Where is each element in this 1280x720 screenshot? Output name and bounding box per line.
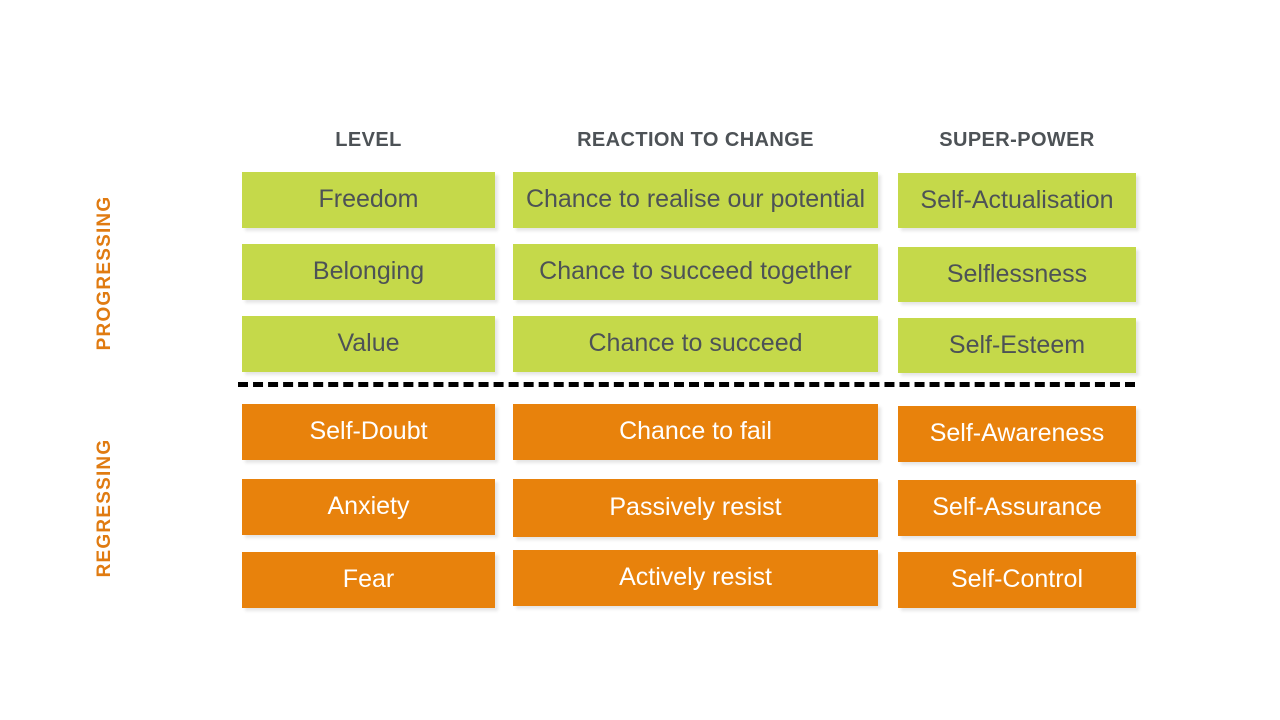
bar-regressing-superpower-3: Self-Control	[898, 552, 1136, 608]
bar-progressing-level-1: Freedom	[242, 172, 495, 228]
bar-regressing-reaction-1: Chance to fail	[513, 404, 878, 460]
bar-regressing-superpower-2: Self-Assurance	[898, 480, 1136, 536]
bar-regressing-reaction-2: Passively resist	[513, 479, 878, 537]
column-header-super-power: SUPER-POWER	[939, 129, 1095, 151]
bar-progressing-reaction-3: Chance to succeed	[513, 316, 878, 372]
bar-regressing-level-3: Fear	[242, 552, 495, 608]
bar-progressing-superpower-3: Self-Esteem	[898, 318, 1136, 373]
side-label-regressing: REGRESSING	[94, 438, 115, 578]
bar-progressing-superpower-2: Selflessness	[898, 247, 1136, 302]
progressing-regressing-divider	[238, 382, 1135, 387]
bar-regressing-reaction-3: Actively resist	[513, 550, 878, 606]
bar-progressing-superpower-1: Self-Actualisation	[898, 173, 1136, 228]
bar-regressing-level-2: Anxiety	[242, 479, 495, 535]
bar-progressing-level-3: Value	[242, 316, 495, 372]
column-header-reaction-to-change: REACTION TO CHANGE	[577, 129, 814, 151]
side-label-progressing: PROGRESSING	[94, 195, 115, 351]
bar-regressing-superpower-1: Self-Awareness	[898, 406, 1136, 462]
bar-regressing-level-1: Self-Doubt	[242, 404, 495, 460]
column-header-level: LEVEL	[335, 129, 402, 151]
bar-progressing-level-2: Belonging	[242, 244, 495, 300]
bar-progressing-reaction-2: Chance to succeed together	[513, 244, 878, 300]
bar-progressing-reaction-1: Chance to realise our potential	[513, 172, 878, 228]
